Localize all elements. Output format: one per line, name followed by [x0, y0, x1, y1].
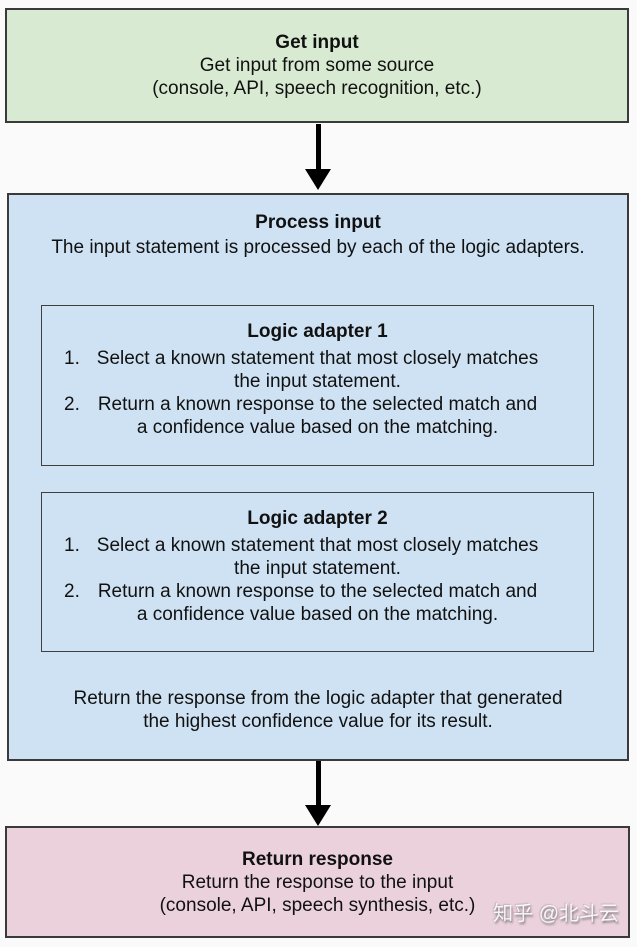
process-input-footer-line2: the highest confidence value for its res… — [143, 711, 493, 732]
step-line: the input statement. — [234, 558, 401, 579]
get-input-box: Get input Get input from some source (co… — [5, 8, 629, 123]
step-line: a confidence value based on the matching… — [136, 417, 499, 438]
step-line: Return a known response to the selected … — [97, 581, 538, 602]
logic-adapter-1-title: Logic adapter 1 — [247, 321, 388, 342]
step-number: 1. — [64, 348, 80, 369]
get-input-line1: Get input from some source — [199, 55, 435, 76]
process-input-title: Process input — [255, 212, 381, 233]
return-response-title: Return response — [242, 848, 393, 870]
return-response-line1: Return the response to the input — [181, 871, 454, 893]
process-input-footer: Return the response from the logic adapt… — [9, 687, 627, 733]
step-line: the input statement. — [234, 371, 401, 392]
step-line: Select a known statement that most close… — [96, 348, 539, 369]
get-input-title: Get input — [275, 32, 359, 53]
logic-adapter-2-step-1: 1. Select a known statement that most cl… — [42, 534, 593, 580]
arrow-head — [305, 805, 331, 826]
logic-adapter-2-title: Logic adapter 2 — [247, 508, 388, 529]
get-input-line2: (console, API, speech recognition, etc.) — [152, 78, 482, 99]
step-line: Return a known response to the selected … — [97, 394, 538, 415]
arrow-down-icon — [305, 124, 331, 190]
logic-adapter-1-box: Logic adapter 1 1. Select a known statem… — [41, 305, 594, 466]
logic-adapter-1-step-2: 2. Return a known response to the select… — [42, 393, 593, 439]
return-response-box: Return response Return the response to t… — [5, 826, 630, 938]
arrow-down-icon — [305, 761, 331, 826]
step-line: Select a known statement that most close… — [96, 535, 539, 556]
step-number: 2. — [64, 394, 80, 415]
step-line: a confidence value based on the matching… — [136, 604, 499, 625]
logic-adapter-1-step-1: 1. Select a known statement that most cl… — [42, 347, 593, 393]
logic-adapter-2-step-2: 2. Return a known response to the select… — [42, 580, 593, 626]
logic-adapter-2-box: Logic adapter 2 1. Select a known statem… — [41, 492, 594, 652]
arrow-shaft — [315, 761, 321, 805]
step-number: 1. — [64, 535, 80, 556]
arrow-head — [305, 169, 331, 190]
process-input-footer-line1: Return the response from the logic adapt… — [73, 688, 563, 709]
process-input-box: Process input The input statement is pro… — [7, 193, 629, 761]
process-input-subtitle: The input statement is processed by each… — [51, 237, 585, 258]
step-number: 2. — [64, 581, 80, 602]
return-response-line2: (console, API, speech synthesis, etc.) — [159, 894, 476, 916]
arrow-shaft — [315, 124, 321, 169]
watermark: 知乎 @北斗云 — [493, 903, 619, 925]
